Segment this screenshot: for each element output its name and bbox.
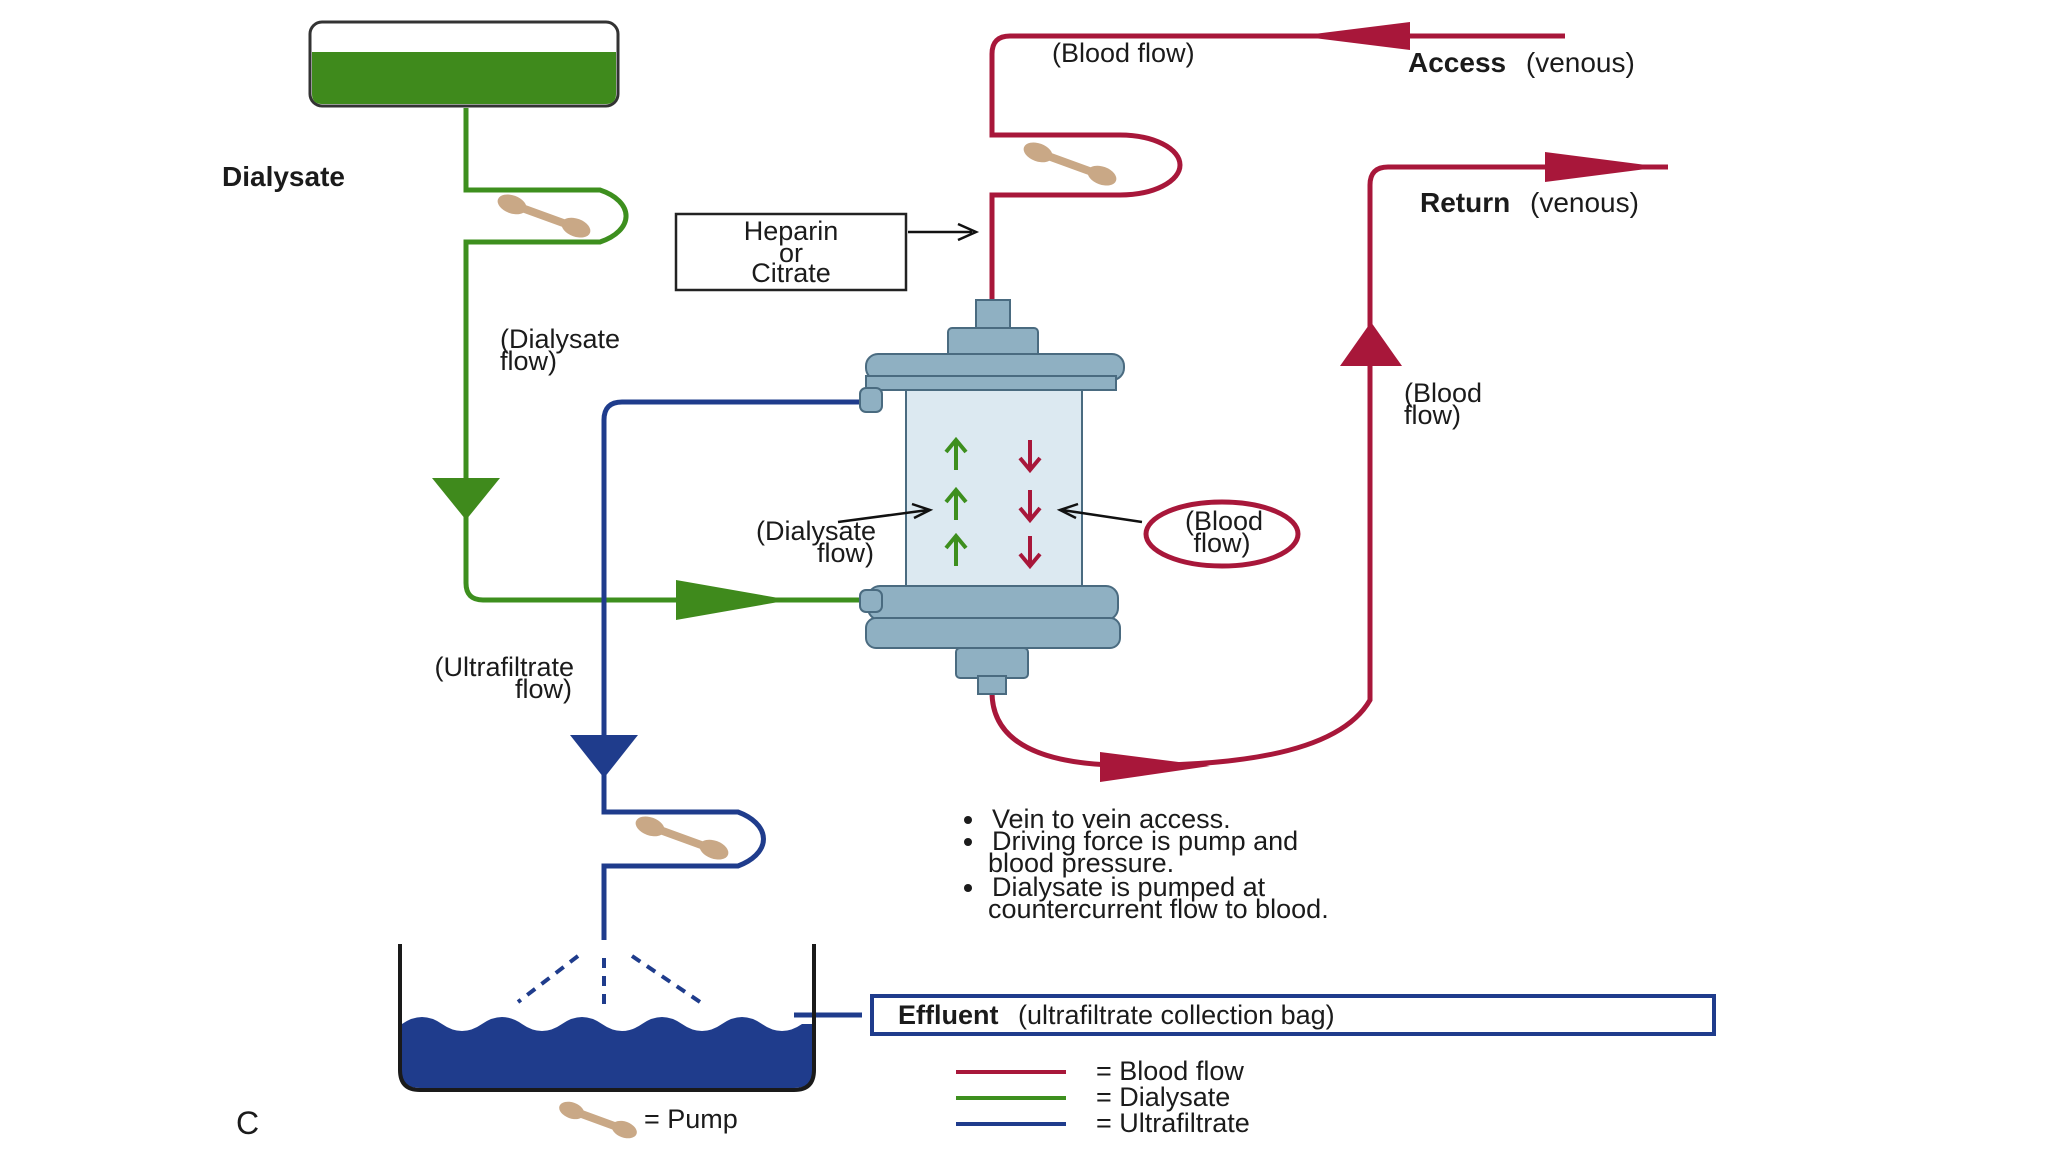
citrate-label: Citrate — [751, 258, 831, 288]
effluent-label: Effluent (ultrafiltrate collection bag) — [898, 1000, 1335, 1030]
note-1-line-1: Vein to vein access. — [992, 804, 1231, 834]
dialysate-line — [463, 108, 866, 603]
panel-letter: C — [236, 1105, 259, 1141]
blood-line — [989, 33, 1668, 768]
access-label: Access (venous) — [1408, 47, 1635, 78]
dialysate-filter-pointer — [837, 502, 934, 524]
access-bold: Access — [1408, 47, 1506, 78]
return-label: Return (venous) — [1420, 187, 1639, 218]
dialysate-flow-label-2: flow) — [500, 346, 557, 376]
note-2-line-2: blood pressure. — [988, 848, 1174, 878]
hemofilter — [859, 299, 1125, 695]
return-venous: (venous) — [1530, 187, 1639, 218]
legend-label-dialysate: = Dialysate — [1096, 1082, 1230, 1112]
anticoagulant-pointer — [908, 222, 980, 242]
note-2-line-1: Driving force is pump and — [992, 826, 1298, 856]
blood-flow-top-label: (Blood flow) — [1052, 38, 1195, 68]
legend: = Blood flow = Dialysate = Ultrafiltrate… — [559, 1056, 1250, 1139]
blood-access-arrowhead — [1298, 22, 1410, 50]
blood-pump — [1023, 142, 1117, 186]
ultrafiltrate-line — [601, 399, 866, 1018]
blood-return-arrowhead-up — [1340, 322, 1402, 366]
ultrafiltrate-flow-label-2: flow) — [515, 674, 572, 704]
blood-return-arrowhead-right — [1545, 152, 1662, 182]
effluent-label-box: Effluent (ultrafiltrate collection bag) — [870, 994, 1716, 1036]
heparin-label: Heparin — [744, 216, 839, 246]
dialysate-flow-filter-label-2: flow) — [817, 538, 874, 568]
effluent-desc: (ultrafiltrate collection bag) — [1018, 1000, 1335, 1030]
return-bold: Return — [1420, 187, 1510, 218]
access-venous: (venous) — [1526, 47, 1635, 78]
note-3-line-2: countercurrent flow to blood. — [988, 894, 1329, 924]
ultrafiltrate-pump — [635, 816, 729, 860]
dialysate-label: Dialysate — [222, 161, 345, 192]
legend-pump-icon — [559, 1101, 637, 1139]
legend-label-pump: = Pump — [644, 1104, 738, 1134]
blood-flow-filter-label-1: (Blood — [1185, 506, 1263, 536]
notes-list: Vein to vein access. Driving force is pu… — [964, 804, 1329, 924]
effluent-bag — [398, 944, 816, 1092]
dialysate-flow-arrowhead-right — [676, 580, 790, 620]
ultrafiltrate-flow-arrowhead-down — [570, 735, 638, 778]
anticoagulant-box: Heparin or Citrate — [674, 212, 908, 292]
legend-label-ultrafiltrate: = Ultrafiltrate — [1096, 1108, 1250, 1138]
or-label: or — [779, 238, 803, 268]
ultrafiltrate-flow-label-1: (Ultrafiltrate — [434, 652, 574, 682]
legend-label-blood: = Blood flow — [1096, 1056, 1244, 1086]
blood-flow-filter-circle — [1143, 499, 1301, 569]
dialysate-flow-arrowhead-down — [432, 478, 500, 520]
blood-flow-filter-label-2: flow) — [1193, 528, 1250, 558]
dialysate-flow-filter-label-1: (Dialysate — [756, 516, 876, 546]
filter-blood-arrows — [1018, 440, 1042, 570]
filter-dialysate-arrows — [944, 436, 968, 566]
blood-filter-pointer — [1056, 502, 1143, 524]
blood-return-arrowhead-bottom — [1100, 752, 1210, 782]
blood-flow-right-label-2: flow) — [1404, 400, 1461, 430]
dialysate-flow-label-1: (Dialysate — [500, 324, 620, 354]
dialysate-bag — [308, 20, 620, 108]
effluent-bold: Effluent — [898, 1000, 999, 1030]
blood-flow-right-label-1: (Blood — [1404, 378, 1482, 408]
dialysate-pump — [497, 194, 591, 238]
note-3-line-1: Dialysate is pumped at — [992, 872, 1266, 902]
